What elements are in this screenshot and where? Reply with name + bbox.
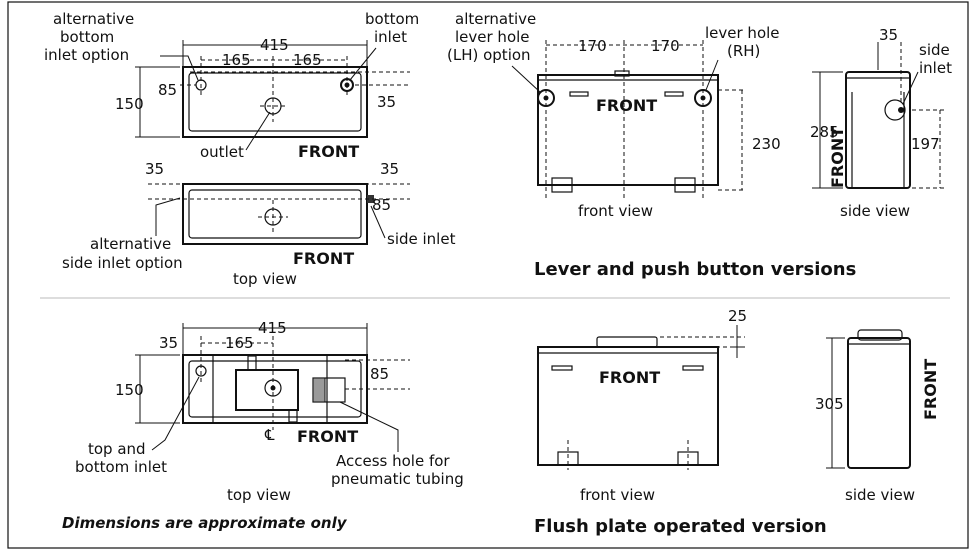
flush-plate bbox=[596, 336, 658, 348]
label-alt-lever-hole: alternative lever hole (LH) option bbox=[447, 10, 541, 64]
dim-305: 305 bbox=[815, 395, 844, 413]
label-bottom-inlet: bottom inlet bbox=[365, 10, 424, 46]
label-alt-side-inlet: alternative side inlet option bbox=[62, 235, 183, 272]
dim-35-side-view: 35 bbox=[879, 26, 898, 44]
dim-35-flush: 35 bbox=[159, 334, 178, 352]
label-front-view-lever: FRONT bbox=[596, 96, 657, 115]
label-front-view-lower: front view bbox=[580, 486, 655, 504]
approximate-note: Dimensions are approximate only bbox=[62, 514, 348, 532]
dim-35: 35 bbox=[377, 93, 396, 111]
label-side-inlet: side inlet bbox=[387, 230, 456, 248]
dim-415-flush: 415 bbox=[258, 319, 287, 337]
dim-415: 415 bbox=[260, 36, 289, 54]
dim-150-flush: 150 bbox=[115, 381, 144, 399]
label-outlet: outlet bbox=[200, 143, 244, 161]
label-side-inlet-top: side inlet bbox=[919, 41, 955, 77]
label-top-view-upper: top view bbox=[233, 270, 297, 288]
cistern-side-outline-flush bbox=[847, 337, 911, 469]
label-access-hole: Access hole for pneumatic tubing bbox=[331, 452, 464, 488]
dim-35-right: 35 bbox=[380, 160, 399, 178]
page-border bbox=[7, 1, 969, 549]
dim-150: 150 bbox=[115, 95, 144, 113]
label-front-lower-top: FRONT bbox=[297, 427, 358, 446]
heading-flush: Flush plate operated version bbox=[534, 516, 827, 537]
centerline-symbol: ℄ bbox=[264, 426, 275, 444]
dim-170-left: 170 bbox=[578, 37, 607, 55]
cistern-front-outline bbox=[537, 74, 719, 186]
side-inlet-marker bbox=[367, 195, 374, 203]
top-view-bottom-inlet: 415 165 165 150 85 35 alternative bottom… bbox=[44, 10, 424, 161]
label-top-view-lower: top view bbox=[227, 486, 291, 504]
front-view-lever: 170 170 FRONT 230 alternative lever hole… bbox=[447, 10, 784, 220]
flush-plate-opening bbox=[235, 369, 299, 411]
dim-170-right: 170 bbox=[651, 37, 680, 55]
cistern-front-outline-flush bbox=[537, 346, 719, 466]
side-inlet-hole bbox=[884, 99, 906, 121]
top-view-side-inlet: 35 35 85 side inlet alternative side inl… bbox=[62, 160, 456, 288]
cistern-top-outline bbox=[182, 66, 368, 138]
dim-35-left: 35 bbox=[145, 160, 164, 178]
label-lever-hole-rh: lever hole (RH) bbox=[705, 24, 784, 60]
side-view-lever: 35 side inlet 285 197 FRONT side view bbox=[810, 26, 955, 220]
dim-197: 197 bbox=[911, 135, 940, 153]
top-view-flush: 415 165 35 150 85 ℄ FRONT top and bottom… bbox=[75, 319, 464, 504]
dim-230: 230 bbox=[752, 135, 781, 153]
label-side-view-lower: side view bbox=[845, 486, 915, 504]
label-front-side-lever: FRONT bbox=[828, 127, 847, 188]
cistern-side-outline bbox=[845, 71, 911, 189]
label-top-bottom-inlet: top and bottom inlet bbox=[75, 440, 167, 476]
heading-lever: Lever and push button versions bbox=[534, 259, 856, 280]
cistern-top-inner bbox=[188, 72, 362, 132]
dim-165-left: 165 bbox=[222, 51, 251, 69]
dim-285: 285 bbox=[810, 123, 839, 141]
label-front-view-flush: FRONT bbox=[599, 368, 660, 387]
front-view-flush: 25 FRONT front view bbox=[537, 307, 747, 504]
dim-85-flush: 85 bbox=[370, 365, 389, 383]
side-view-flush: 305 FRONT side view bbox=[815, 329, 940, 504]
label-front-upper-side: FRONT bbox=[293, 249, 354, 268]
cistern-top-outline-2 bbox=[182, 183, 368, 245]
dim-165-flush: 165 bbox=[225, 334, 254, 352]
dim-85: 85 bbox=[158, 81, 177, 99]
label-side-view-upper: side view bbox=[840, 202, 910, 220]
label-front-upper-top: FRONT bbox=[298, 142, 359, 161]
dim-85-side: 85 bbox=[372, 196, 391, 214]
label-alt-bottom-inlet: alternative bottom inlet option bbox=[44, 10, 139, 64]
label-front-view-upper: front view bbox=[578, 202, 653, 220]
dim-165-right: 165 bbox=[293, 51, 322, 69]
dim-25: 25 bbox=[728, 307, 747, 325]
label-front-side-flush: FRONT bbox=[921, 359, 940, 420]
